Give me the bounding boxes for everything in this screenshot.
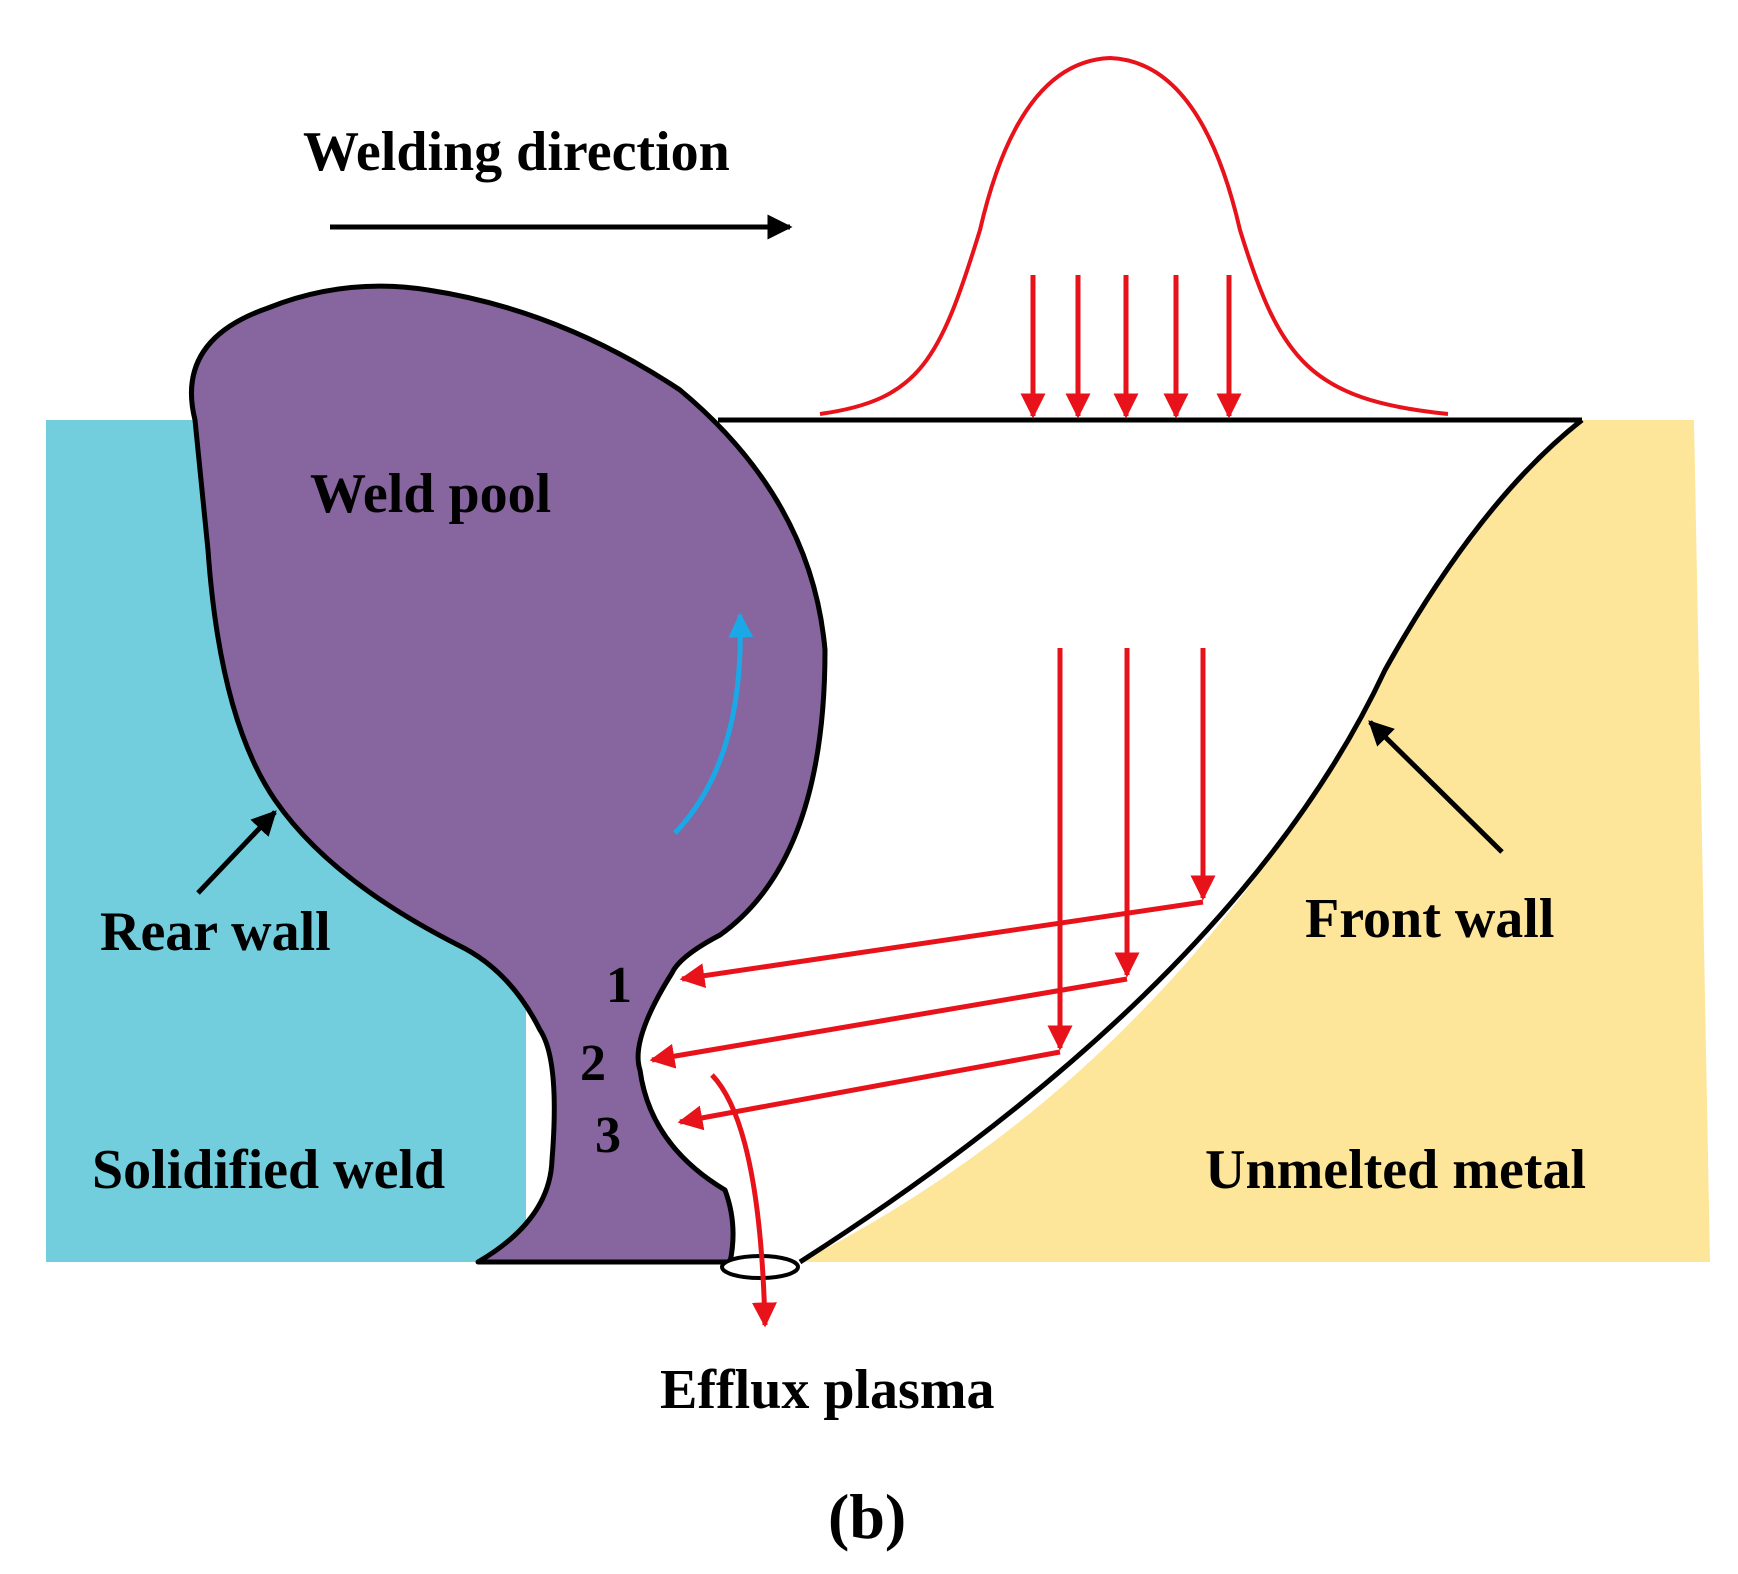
efflux-plasma-label: Efflux plasma [660,1359,995,1421]
keyhole-cavity [630,420,1582,1262]
point-3-label: 3 [595,1107,621,1164]
point-2-label: 2 [580,1035,606,1092]
reflected-arrow-3 [677,1049,1061,1131]
rear-wall-label: Rear wall [100,901,331,963]
weld-pool-label: Weld pool [310,463,551,525]
efflux-plasma-arrow [710,1073,777,1328]
front-wall-line [798,418,1584,1265]
rear-wall-pointer [196,810,277,895]
reflected-arrow-2 [649,976,1128,1069]
point-1-label: 1 [606,957,632,1014]
melt-flow-arrow [673,612,754,835]
panel-label: (b) [828,1481,906,1552]
unmelted-metal-label: Unmelted metal [1205,1139,1586,1201]
solidified-weld-label: Solidified weld [92,1139,445,1201]
front-wall-pointer [1368,720,1504,854]
unmelted-metal-region [800,420,1710,1262]
reflected-arrow-1 [679,899,1204,989]
weld-pool-region [189,283,828,1265]
front-wall-label: Front wall [1305,888,1554,950]
welding-direction-label: Welding direction [303,121,730,183]
gaussian-profile [819,55,1449,416]
